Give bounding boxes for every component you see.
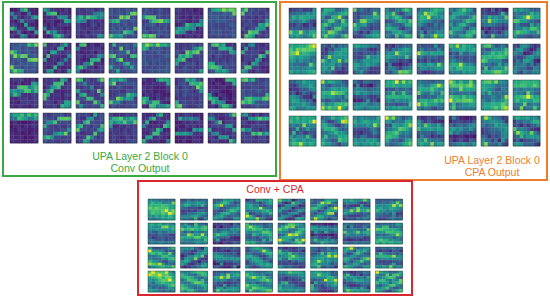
figure-stage: UPA Layer 2 Block 0 Conv OutputUPA Layer… xyxy=(0,0,550,297)
